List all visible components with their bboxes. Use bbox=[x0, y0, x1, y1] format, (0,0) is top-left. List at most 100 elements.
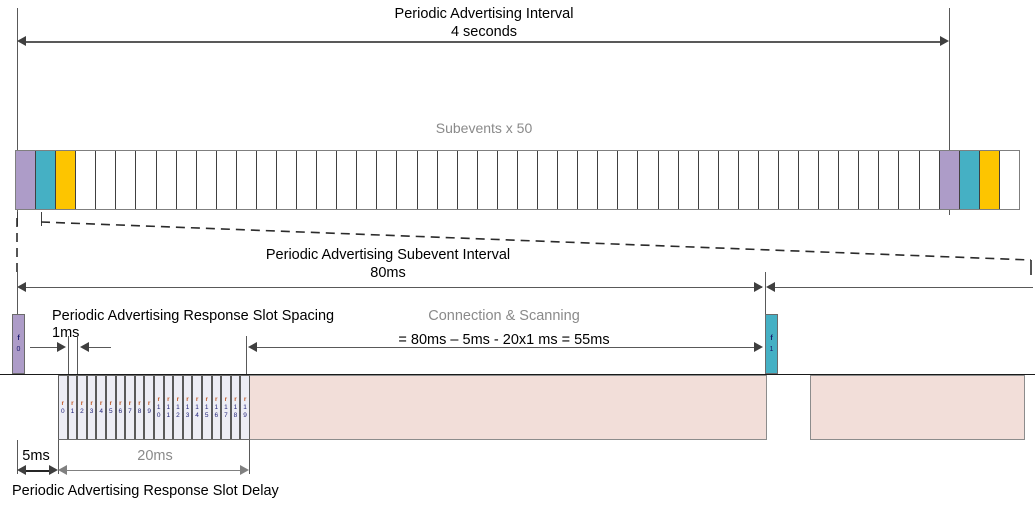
response-slot-letter: r bbox=[61, 399, 65, 407]
response-slot-digit: 6 bbox=[118, 407, 123, 415]
response-slot-digit: 5 bbox=[108, 407, 113, 415]
slot-spacing-guide-a bbox=[68, 336, 69, 380]
subevent-cell bbox=[939, 151, 960, 209]
subevent-cell bbox=[879, 151, 900, 209]
response-slot-digit: 1 bbox=[214, 403, 219, 411]
response-slot-digit: 3 bbox=[89, 407, 94, 415]
subevent-cell bbox=[417, 151, 438, 209]
response-slot-letter: r bbox=[90, 399, 93, 407]
subevent-cell bbox=[638, 151, 659, 209]
subevent-bar bbox=[15, 150, 1020, 210]
response-slot-spacing-label-line2: 1ms bbox=[52, 325, 80, 341]
frame-box-f0-letter: f bbox=[17, 335, 20, 342]
subevents-count-label: Subevents x 50 bbox=[435, 120, 533, 136]
response-slot-digit: 1 bbox=[233, 403, 238, 411]
subevent-tick-inner bbox=[41, 212, 42, 226]
slot-spacing-guide-b bbox=[77, 336, 78, 380]
response-slot-letter: r bbox=[176, 395, 180, 403]
subevent-cell bbox=[317, 151, 338, 209]
subevent-cell bbox=[36, 151, 57, 209]
frame-box-f0-index: 0 bbox=[16, 346, 21, 353]
expansion-callout-dashed-lines bbox=[16, 218, 1032, 275]
response-slot-letter: r bbox=[147, 399, 151, 407]
subevent-cell bbox=[136, 151, 157, 209]
lower-baseline bbox=[0, 374, 1035, 376]
subevent-cell bbox=[76, 151, 97, 209]
response-slot-spacing-label-line1: Periodic Advertising Response Slot Spaci… bbox=[52, 308, 335, 324]
response-slot-letter: r bbox=[157, 395, 160, 403]
subevent-cell bbox=[176, 151, 197, 209]
response-slot-digit: 9 bbox=[243, 411, 247, 419]
response-slot-letter: r bbox=[195, 395, 199, 403]
subevent-boundary-guide bbox=[765, 272, 766, 322]
response-slot-digit: 5 bbox=[204, 411, 209, 419]
subevent-cell bbox=[236, 151, 257, 209]
delay-arrow-head-left bbox=[17, 465, 26, 475]
response-slot-letter: r bbox=[205, 395, 208, 403]
subevent-cell bbox=[277, 151, 298, 209]
response-slot-letter: r bbox=[224, 395, 228, 403]
response-slot-digit: 8 bbox=[233, 411, 238, 419]
subevent-interval-arrow-line bbox=[22, 287, 762, 289]
response-slot-delay-label: Periodic Advertising Response Slot Delay bbox=[12, 483, 279, 499]
slot-spacing-measure-right-line bbox=[89, 347, 111, 348]
response-slot-digit: 4 bbox=[195, 411, 199, 419]
subevent-cell bbox=[819, 151, 840, 209]
connection-scanning-arrow-head-right bbox=[754, 342, 763, 352]
subevent-cell bbox=[558, 151, 579, 209]
delay-left-guide bbox=[17, 440, 18, 474]
subevent-cell bbox=[497, 151, 518, 209]
subevent-cell bbox=[799, 151, 820, 209]
subevent-cell bbox=[778, 151, 800, 209]
next-subevent-arrow-head-left bbox=[766, 282, 775, 292]
subevent-left-guide bbox=[17, 272, 18, 330]
subevent-cell bbox=[999, 151, 1019, 209]
subevent-cell bbox=[457, 151, 478, 209]
response-slot-digit: 3 bbox=[185, 411, 190, 419]
subevent-cell bbox=[718, 151, 739, 209]
subevent-cell bbox=[337, 151, 358, 209]
subevent-cell bbox=[738, 151, 759, 209]
delay-arrow-line bbox=[22, 470, 54, 472]
slot-spacing-measure-left-line bbox=[30, 347, 60, 348]
subevent-interval-label-line2: 80ms bbox=[370, 265, 406, 281]
span-right-guide bbox=[249, 440, 250, 474]
response-slot-letter: r bbox=[128, 399, 132, 407]
span-value-label: 20ms bbox=[137, 448, 173, 464]
subevent-cell bbox=[598, 151, 619, 209]
frame-box-f1-index: 1 bbox=[769, 346, 774, 353]
interval-right-guide bbox=[949, 8, 950, 215]
response-slot-letter: r bbox=[234, 395, 237, 403]
response-slot-digit: 6 bbox=[214, 411, 219, 419]
response-slot-digit: 8 bbox=[137, 407, 142, 415]
connection-scanning-formula: = 80ms – 5ms - 20x1 ms = 55ms bbox=[398, 332, 610, 348]
subevent-cell bbox=[919, 151, 940, 209]
response-slot-digit: 1 bbox=[166, 411, 171, 419]
delay-right-guide bbox=[58, 440, 59, 474]
interval-arrow-head-left bbox=[17, 36, 26, 46]
frame-box-f0: f 0 bbox=[12, 314, 25, 374]
response-slot-digit: 0 bbox=[60, 407, 65, 415]
response-slot-digit: 1 bbox=[166, 403, 171, 411]
subevent-cell bbox=[216, 151, 237, 209]
subevent-cell bbox=[56, 151, 77, 209]
subevent-cell bbox=[899, 151, 920, 209]
next-subevent-arrow-line bbox=[775, 287, 1033, 289]
subevent-cell bbox=[538, 151, 559, 209]
response-slot-letter: r bbox=[80, 399, 84, 407]
